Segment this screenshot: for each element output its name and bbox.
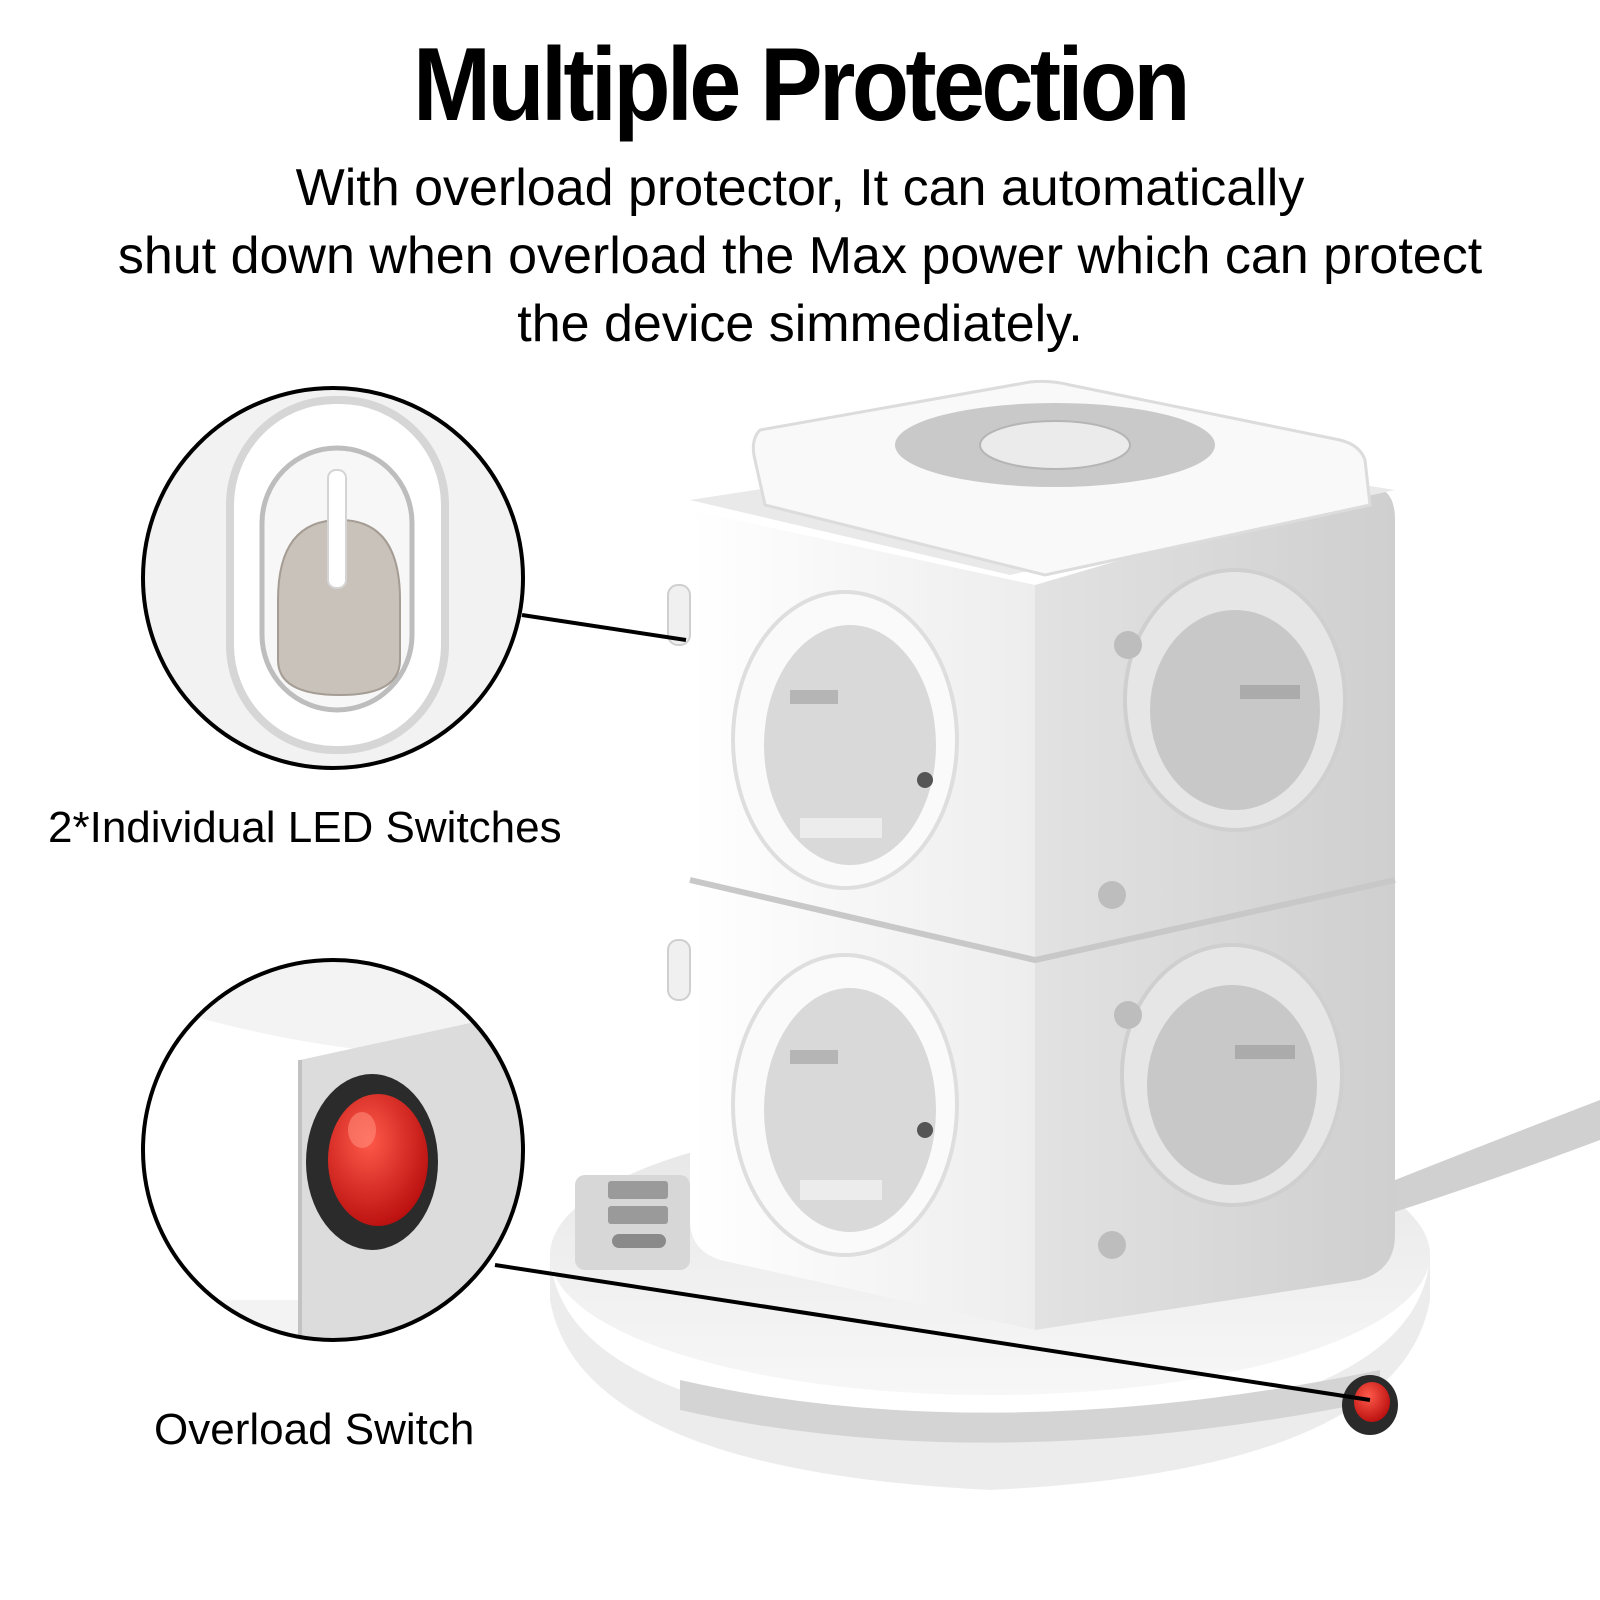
label-overload-switch: Overload Switch [154,1405,475,1454]
label-led-switches: 2*Individual LED Switches [48,803,562,852]
description-line-2: shut down when overload the Max power wh… [117,227,1483,285]
description-line-3: the device simmediately. [517,295,1083,353]
led-switch-top [667,584,691,646]
power-tower [667,379,1396,1330]
description-line-1: With overload protector, It can automati… [295,159,1305,217]
socket-side-bottom [1098,943,1344,1259]
socket-front-top [731,590,959,890]
headline: Multiple Protection [413,27,1191,143]
usb-ports [575,1175,690,1270]
power-cable [1370,1100,1600,1215]
socket-front-bottom [731,953,959,1257]
socket-side-top [1098,568,1347,909]
overload-button [1342,1375,1398,1435]
callout-line-led [521,613,687,642]
zoom-circle-led-switch [141,386,525,770]
callout-line-overload [494,1263,1371,1402]
led-switch-bottom [667,939,691,1001]
zoom-circle-overload-switch [141,958,525,1342]
